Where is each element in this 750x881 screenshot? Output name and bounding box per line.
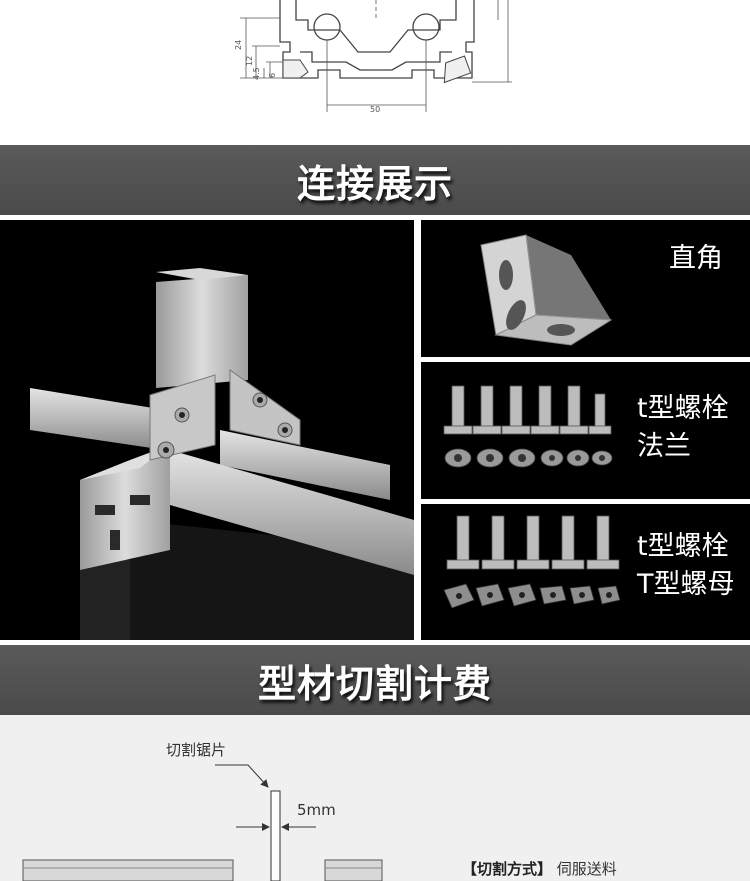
t-bolt-t-nut-icon	[443, 515, 621, 609]
dim-4-5: 4.5	[252, 67, 261, 80]
panel-corner-bracket: 直角	[421, 220, 750, 357]
blade-label: 切割锯片	[166, 741, 227, 759]
dim-24: 24	[234, 40, 243, 50]
assembled-frame-photo	[0, 220, 414, 640]
panel-t-bolt-t-nut: t型螺栓 T型螺母	[421, 504, 750, 640]
cutting-method-value: 伺服送料	[556, 860, 617, 878]
saw-blade-diagram	[22, 764, 383, 881]
cutting-method: 【切割方式】 伺服送料	[462, 858, 617, 879]
section-title-cutting: 型材切割计费	[257, 661, 492, 706]
section-banner-cutting: 型材切割计费	[0, 645, 750, 715]
cutting-diagram: 切割锯片 5mm 【切割方式】 伺服送料	[0, 715, 750, 881]
label-t-bolt-t-nut: t型螺栓 T型螺母	[637, 531, 735, 600]
section-banner-connection: 连接展示	[0, 145, 750, 215]
dim-6: 6	[268, 73, 277, 78]
cutting-method-title: 【切割方式】	[462, 860, 553, 878]
connection-showcase: 直角 t型螺栓 法兰	[0, 215, 750, 645]
dim-12: 12	[245, 56, 254, 66]
corner-bracket-icon	[480, 234, 613, 346]
label-corner-bracket: 直角	[669, 243, 723, 274]
blade-width-label: 5mm	[297, 801, 336, 819]
panel-t-bolt-flange: t型螺栓 法兰	[421, 362, 750, 499]
label-t-bolt-flange: t型螺栓 法兰	[637, 393, 729, 462]
profile-cross-section-drawing: 24 12 4.5 6 50	[234, 0, 512, 114]
dim-50: 50	[370, 105, 380, 114]
aluminum-frame-joint-image	[30, 268, 414, 640]
t-bolt-flange-nut-icon	[443, 385, 613, 468]
section-title-connection: 连接展示	[296, 161, 453, 206]
profile-drawing: 24 12 4.5 6 50	[0, 0, 750, 145]
